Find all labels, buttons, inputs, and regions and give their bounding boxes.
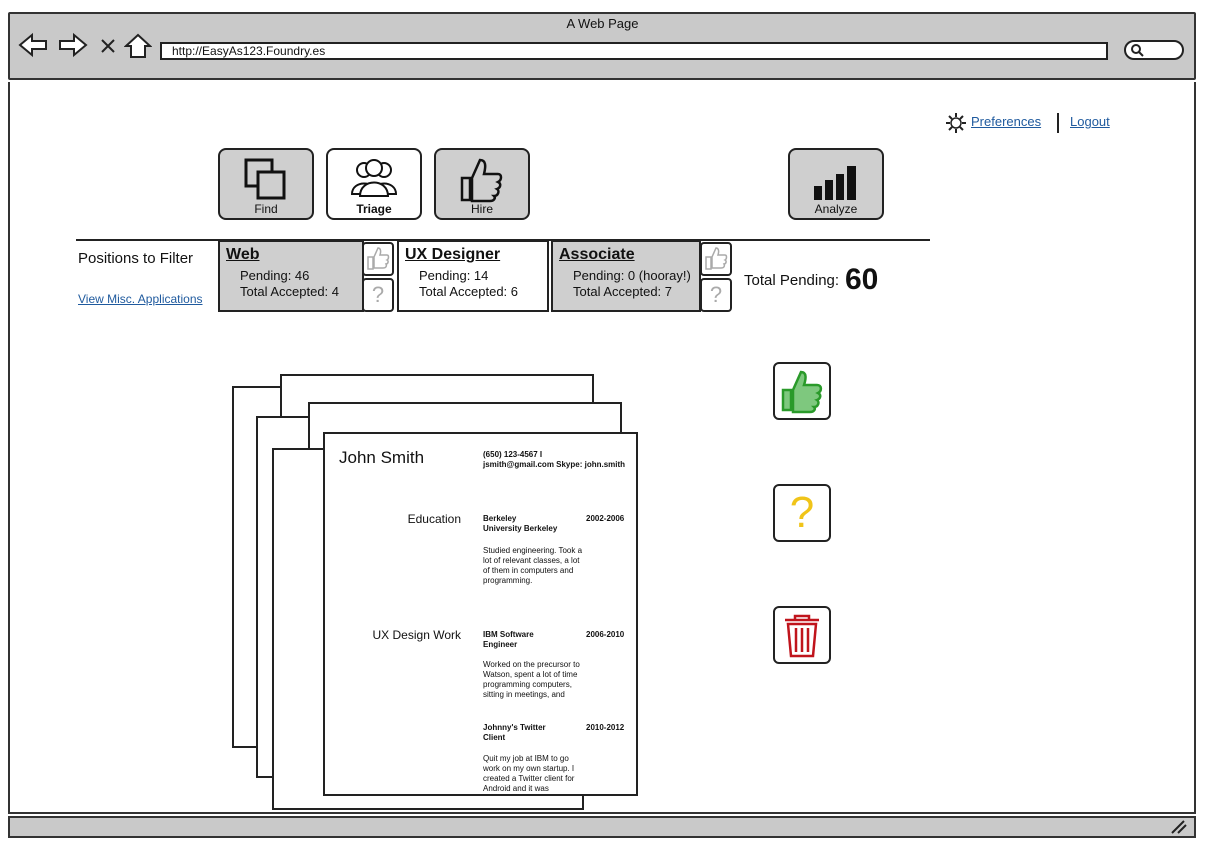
resize-grip-icon[interactable]	[1170, 819, 1188, 835]
education-section-label: Education	[407, 512, 461, 526]
position-pending: Pending: 46	[240, 268, 310, 283]
web-maybe-mini-button[interactable]: ?	[362, 278, 394, 312]
thumbs-up-icon	[781, 370, 823, 414]
job2-description: Quit my job at IBM to go work on my own …	[483, 754, 575, 793]
position-card-ux-designer[interactable]: UX Designer Pending: 14 Total Accepted: …	[397, 240, 549, 312]
total-pending-label: Total Pending:	[744, 272, 840, 289]
reject-button[interactable]	[773, 606, 831, 664]
gear-icon	[946, 113, 966, 133]
applicant-name: John Smith	[339, 448, 425, 467]
work-section-label: UX Design Work	[372, 628, 461, 642]
thumbs-up-icon	[705, 247, 728, 270]
trash-icon	[785, 614, 819, 658]
position-title[interactable]: Associate	[559, 246, 635, 263]
position-accepted: Total Accepted: 7	[573, 284, 673, 299]
question-icon: ?	[789, 488, 815, 537]
search-icon	[1131, 44, 1144, 57]
view-misc-applications-link[interactable]: View Misc. Applications	[78, 292, 203, 306]
hire-label: Hire	[470, 202, 493, 216]
position-card-web[interactable]: Web Pending: 46 Total Accepted: 4	[218, 240, 364, 312]
back-arrow-icon[interactable]	[18, 32, 48, 58]
associate-accept-mini-button[interactable]	[700, 242, 732, 276]
job2-role: Client	[483, 733, 506, 742]
header-divider	[1057, 113, 1059, 133]
education-dates: 2002-2006	[586, 514, 625, 523]
find-button[interactable]: Find	[218, 148, 314, 220]
people-group-icon	[350, 159, 398, 197]
thumbs-up-icon	[460, 158, 503, 203]
analyze-label: Analyze	[814, 202, 858, 216]
filter-heading: Positions to Filter	[78, 250, 194, 267]
position-pending: Pending: 14	[419, 268, 489, 283]
hire-button[interactable]: Hire	[434, 148, 530, 220]
job2-org: Johnny's Twitter	[483, 723, 546, 732]
education-org: Berkeley	[483, 514, 517, 523]
status-bar	[8, 816, 1196, 838]
position-accepted: Total Accepted: 4	[240, 284, 340, 299]
preferences-link[interactable]: Preferences	[971, 114, 1042, 129]
triage-button[interactable]: Triage	[326, 148, 422, 220]
position-title[interactable]: Web	[226, 246, 260, 263]
browser-search-field[interactable]	[1124, 40, 1184, 60]
position-title[interactable]: UX Designer	[405, 246, 501, 263]
job1-role: Engineer	[483, 640, 518, 649]
education-description: Studied engineering. Took a lot of relev…	[483, 546, 583, 585]
position-pending: Pending: 0 (hooray!)	[573, 268, 691, 283]
maybe-button[interactable]: ?	[773, 484, 831, 542]
accept-button[interactable]	[773, 362, 831, 420]
window-title: A Web Page	[566, 16, 639, 31]
job1-description: Worked on the precursor to Watson, spent…	[483, 660, 580, 699]
job2-dates: 2010-2012	[586, 723, 625, 732]
find-icon	[244, 158, 286, 200]
question-icon: ?	[709, 282, 723, 307]
job1-dates: 2006-2010	[586, 630, 625, 639]
applicant-email-skype: jsmith@gmail.com Skype: john.smith	[483, 460, 626, 469]
url-input[interactable]: http://EasyAs123.Foundry.es	[160, 42, 1108, 60]
associate-maybe-mini-button[interactable]: ?	[700, 278, 732, 312]
forward-arrow-icon[interactable]	[58, 32, 88, 58]
logout-link[interactable]: Logout	[1070, 114, 1110, 129]
web-accept-mini-button[interactable]	[362, 242, 394, 276]
bar-chart-icon	[814, 166, 856, 200]
triage-label: Triage	[356, 202, 392, 216]
resume-document[interactable]: John Smith (650) 123-4567 I jsmith@gmail…	[323, 432, 638, 796]
position-accepted: Total Accepted: 6	[419, 284, 519, 299]
home-icon[interactable]	[124, 32, 152, 60]
thumbs-up-icon	[367, 247, 390, 270]
job1-org: IBM Software	[483, 630, 534, 639]
analyze-button[interactable]: Analyze	[788, 148, 884, 220]
question-icon: ?	[371, 282, 385, 307]
applicant-phone: (650) 123-4567 I	[483, 450, 543, 459]
position-card-associate[interactable]: Associate Pending: 0 (hooray!) Total Acc…	[551, 240, 701, 312]
stop-icon[interactable]	[100, 38, 116, 54]
education-org-full: University Berkeley	[483, 524, 558, 533]
total-pending-value: 60	[845, 263, 879, 296]
find-label: Find	[254, 202, 278, 216]
